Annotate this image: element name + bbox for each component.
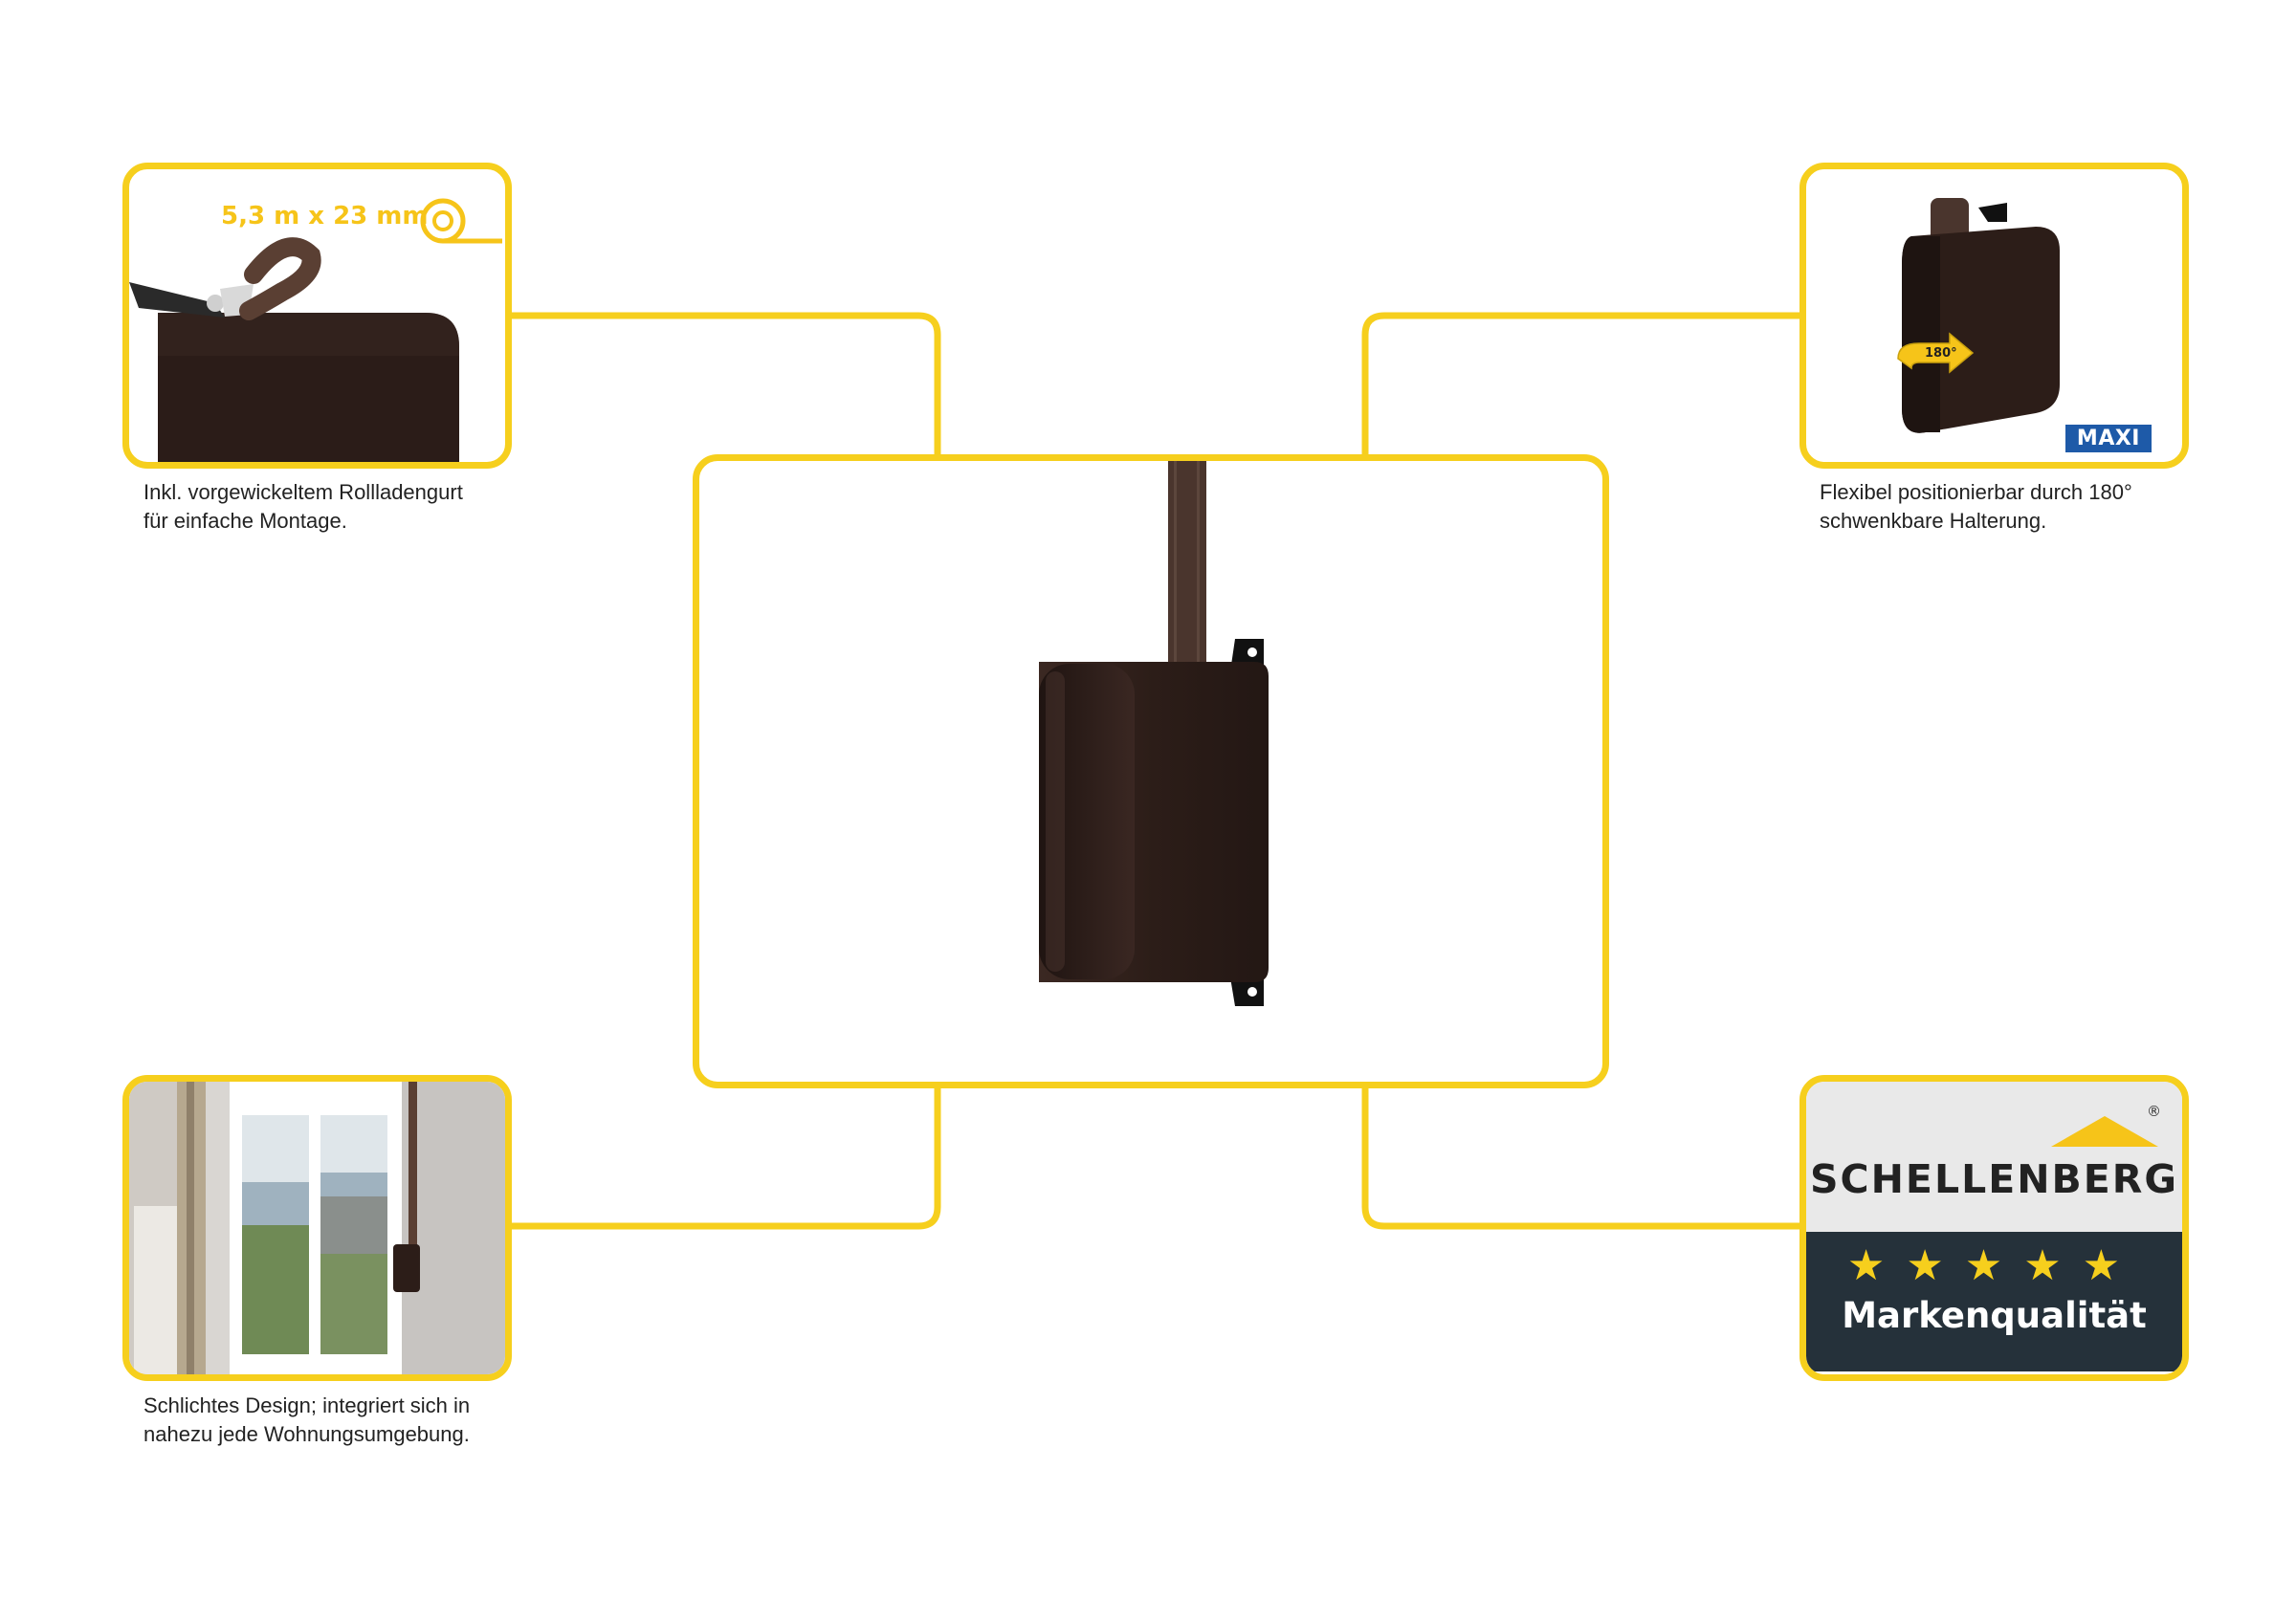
feature-simple-design [122,1075,512,1381]
product-main-frame [693,454,1609,1088]
caption-prewound-belt: Inkl. vorgewickeltem Rollladengurt für e… [144,480,463,533]
maxi-badge: MAXI [2064,425,2152,452]
tape-roll-icon [420,198,502,244]
quality-label: Markenqualität [1842,1295,2147,1336]
caption-simple-design: Schlichtes Design; integriert sich in na… [144,1393,471,1446]
rotate-arrow-icon [1897,332,1975,374]
star-icon: ★★★★★ [1846,1241,2142,1290]
belt-winder-angle-image [1902,198,2060,433]
caption-swivel-bracket: Flexibel positionierbar durch 180° schwe… [1820,480,2132,533]
feature-swivel-bracket: 180° MAXI [1799,163,2189,469]
belt-dimension-label: 5,3 m x 23 mm [221,202,429,230]
living-room-photo [129,1082,505,1374]
house-roof-icon [2051,1116,2158,1147]
logo-top-panel: ® SCHELLENBERG [1806,1082,2182,1232]
belt-winder-top-view-image [129,237,459,462]
brand-quality-logo: ® SCHELLENBERG ★★★★★ Markenqualität [1799,1075,2189,1381]
brand-name: SCHELLENBERG [1810,1156,2178,1202]
belt-winder-product-image [1039,461,1269,1006]
rotation-label: 180° [1925,346,1957,361]
logo-bottom-panel: ★★★★★ Markenqualität [1806,1232,2182,1371]
feature-prewound-belt: 5,3 m x 23 mm [122,163,512,469]
registered-mark: ® [2147,1103,2161,1120]
